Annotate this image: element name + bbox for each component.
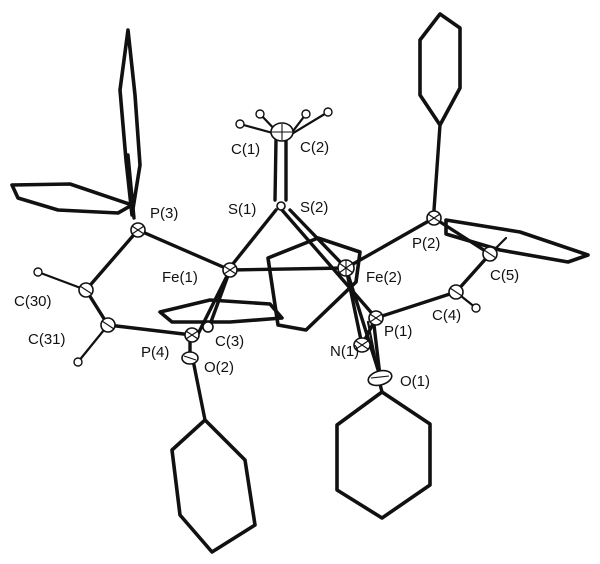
phenyl-ring-top-right [418,12,462,212]
atom-o2 [181,351,199,365]
atom-n1 [353,337,371,353]
atom-fe1 [222,262,238,278]
label-s2: S(2) [300,199,328,216]
atom-p2 [426,210,442,226]
label-fe2: Fe(2) [366,269,402,286]
label-s1: S(1) [228,201,256,218]
label-c4: C(4) [432,307,461,324]
atom-labels: C(1) C(2) S(1) S(2) P(3) P(2) Fe(1) Fe(2… [14,139,519,390]
label-fe1: Fe(1) [162,269,198,286]
label-n1: N(1) [330,343,359,360]
atom-c30 [78,282,94,298]
label-p1: P(1) [384,323,412,340]
atom-p4 [184,327,200,343]
atom-c3 [202,321,214,333]
cyclohexyl-ring-bottom-right [335,378,432,520]
label-c3: C(3) [215,333,244,350]
atom-c31 [100,317,116,333]
atom-ellipsoids [78,122,498,387]
phenyl-ring-middle [158,298,284,324]
label-o2: O(2) [204,359,234,376]
atom-c4 [448,284,464,300]
cyclohexyl-ring-bottom-left [170,353,257,554]
atom-p3 [130,222,146,238]
atom-p1 [368,310,384,326]
phenyl-ring-top-left [118,28,142,220]
label-p4: P(4) [141,344,169,361]
atom-c1-c2 [270,122,294,142]
phenyl-ring-left [10,182,134,215]
label-o1: O(1) [400,373,430,390]
core-bonds [84,138,492,378]
label-c30: C(30) [14,293,52,310]
atom-o1 [367,369,393,387]
atom-c5 [482,246,498,262]
label-c2: C(2) [300,139,329,156]
label-c5: C(5) [490,267,519,284]
label-c31: C(31) [28,331,66,348]
label-c1: C(1) [231,141,260,158]
atom-s-center [276,201,286,211]
label-p2: P(2) [412,235,440,252]
atom-fe2 [337,259,355,277]
phenyl-ring-right [444,218,590,264]
label-p3: P(3) [150,205,178,222]
